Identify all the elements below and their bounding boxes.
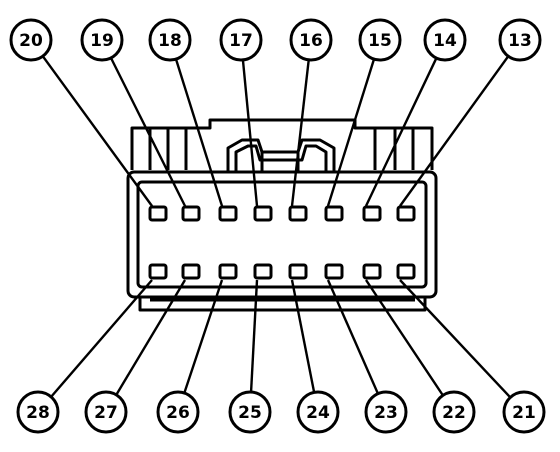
pin-cavity-25 bbox=[253, 263, 273, 280]
pin-callouts: 20 19 18 17 16 15 14 13 28 27 26 25 24 23 22 21 bbox=[9, 18, 546, 434]
leader-line-13 bbox=[399, 55, 510, 207]
leader-line-27 bbox=[115, 279, 187, 396]
callout-circle bbox=[296, 390, 340, 434]
connector-housing bbox=[126, 170, 438, 312]
pin-cavity-26 bbox=[218, 263, 238, 280]
callout-circle bbox=[16, 390, 60, 434]
pin-number: 26 bbox=[166, 403, 190, 423]
callout-circle bbox=[219, 18, 263, 62]
pin-cavity-21 bbox=[396, 263, 416, 280]
pin-callout-23: 23 bbox=[364, 390, 408, 434]
pin-cavity-28 bbox=[148, 263, 168, 280]
pin-number: 19 bbox=[90, 31, 114, 51]
callout-circle bbox=[9, 18, 53, 62]
pin-cavity-24 bbox=[288, 263, 308, 280]
pin-callout-24: 24 bbox=[296, 390, 340, 434]
pin-number: 23 bbox=[374, 403, 398, 423]
pin-number: 13 bbox=[508, 31, 532, 51]
pin-cavity-22 bbox=[362, 263, 382, 280]
pin-callout-20: 20 bbox=[9, 18, 53, 62]
pin-number: 27 bbox=[94, 403, 118, 423]
callout-circle bbox=[358, 18, 402, 62]
pin-number: 21 bbox=[512, 403, 536, 423]
callout-circle bbox=[498, 18, 542, 62]
pin-number: 14 bbox=[433, 31, 457, 51]
leader-line-14 bbox=[364, 57, 438, 207]
leader-line-19 bbox=[109, 57, 187, 207]
callout-circle bbox=[423, 18, 467, 62]
callout-circle bbox=[228, 390, 272, 434]
leader-line-15 bbox=[326, 58, 376, 207]
pin-callout-28: 28 bbox=[16, 390, 60, 434]
leader-line-20 bbox=[41, 55, 153, 207]
callout-circle bbox=[289, 18, 333, 62]
pin-callout-25: 25 bbox=[228, 390, 272, 434]
leader-line-25 bbox=[249, 279, 259, 393]
pin-number: 16 bbox=[299, 31, 323, 51]
pin-callout-19: 19 bbox=[80, 18, 124, 62]
callout-circle bbox=[432, 390, 476, 434]
pin-cavities bbox=[148, 205, 416, 280]
leader-line-22 bbox=[365, 279, 444, 397]
pin-cavity-17 bbox=[253, 205, 273, 222]
pin-callout-22: 22 bbox=[432, 390, 476, 434]
pin-cavity-13 bbox=[396, 205, 416, 222]
callout-circle bbox=[502, 390, 546, 434]
pin-callout-26: 26 bbox=[156, 390, 200, 434]
pin-cavity-20 bbox=[148, 205, 168, 222]
pin-number: 24 bbox=[306, 403, 330, 423]
pin-number: 15 bbox=[368, 31, 392, 51]
pin-callout-17: 17 bbox=[219, 18, 263, 62]
leader-line-17 bbox=[241, 59, 259, 207]
leader-line-28 bbox=[50, 279, 153, 398]
pin-number: 18 bbox=[158, 31, 182, 51]
leader-line-23 bbox=[326, 279, 380, 395]
pin-callout-18: 18 bbox=[148, 18, 192, 62]
pin-cavity-14 bbox=[362, 205, 382, 222]
leader-line-24 bbox=[290, 279, 316, 393]
pin-callout-16: 16 bbox=[289, 18, 333, 62]
pin-leader-lines bbox=[41, 55, 512, 399]
pin-callout-21: 21 bbox=[502, 390, 546, 434]
callout-circle bbox=[84, 390, 128, 434]
pin-cavity-15 bbox=[324, 205, 344, 222]
callout-circle bbox=[364, 390, 408, 434]
pin-cavity-23 bbox=[324, 263, 344, 280]
pin-callout-14: 14 bbox=[423, 18, 467, 62]
pin-number: 20 bbox=[19, 31, 43, 51]
pin-number: 28 bbox=[26, 403, 50, 423]
callout-circle bbox=[80, 18, 124, 62]
pin-cavity-18 bbox=[218, 205, 238, 222]
pin-cavity-27 bbox=[181, 263, 201, 280]
pin-callout-13: 13 bbox=[498, 18, 542, 62]
leader-line-18 bbox=[174, 58, 224, 207]
pin-cavity-19 bbox=[181, 205, 201, 222]
leader-line-16 bbox=[290, 59, 310, 207]
pin-number: 17 bbox=[229, 31, 253, 51]
pin-callout-27: 27 bbox=[84, 390, 128, 434]
pin-cavity-16 bbox=[288, 205, 308, 222]
pin-callout-15: 15 bbox=[358, 18, 402, 62]
leader-line-26 bbox=[183, 279, 224, 394]
callout-circle bbox=[156, 390, 200, 434]
pin-number: 22 bbox=[442, 403, 466, 423]
callout-circle bbox=[148, 18, 192, 62]
pin-number: 25 bbox=[238, 403, 262, 423]
leader-line-21 bbox=[399, 279, 512, 399]
